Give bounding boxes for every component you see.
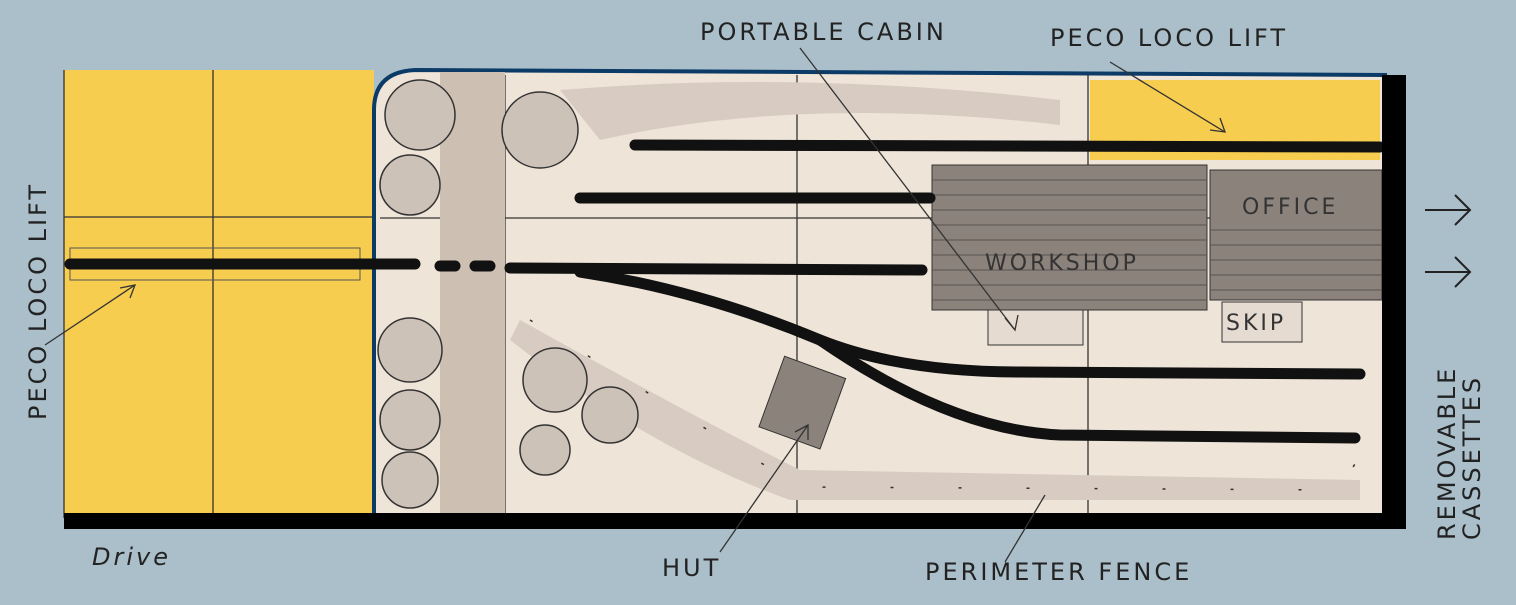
right-edge (1382, 75, 1406, 529)
left-loco-lift (63, 70, 374, 518)
hut (758, 355, 847, 450)
main-baseboard (372, 67, 1387, 520)
workshop-building (931, 164, 1208, 311)
label-office: OFFICE (1242, 195, 1338, 220)
label-workshop: WORKSHOP (985, 251, 1139, 276)
foliage (510, 320, 1360, 500)
tracks (64, 139, 1386, 444)
drive-road (440, 72, 505, 517)
foliage (560, 82, 1060, 140)
portable-cabin (987, 309, 1084, 346)
label-portable-cabin: PORTABLE CABIN (700, 18, 947, 46)
label-skip: SKIP (1226, 311, 1286, 336)
label-perimeter-fence: PERIMETER FENCE (925, 558, 1192, 586)
label-removable: REMOVABLE (1433, 366, 1461, 540)
arrow-right-icon (1425, 194, 1472, 288)
label-hut: HUT (662, 554, 721, 582)
skip (1221, 301, 1303, 343)
label-drive: Drive (92, 543, 171, 571)
office-building (1209, 169, 1383, 301)
trees (377, 79, 639, 509)
front-edge (64, 513, 1404, 529)
label-peco-loco-lift-left: PECO LOCO LIFT (24, 182, 52, 420)
pointer-lines (44, 47, 1226, 563)
label-cassettes: CASSETTES (1458, 375, 1486, 540)
label-peco-loco-lift-top: PECO LOCO LIFT (1050, 24, 1288, 52)
